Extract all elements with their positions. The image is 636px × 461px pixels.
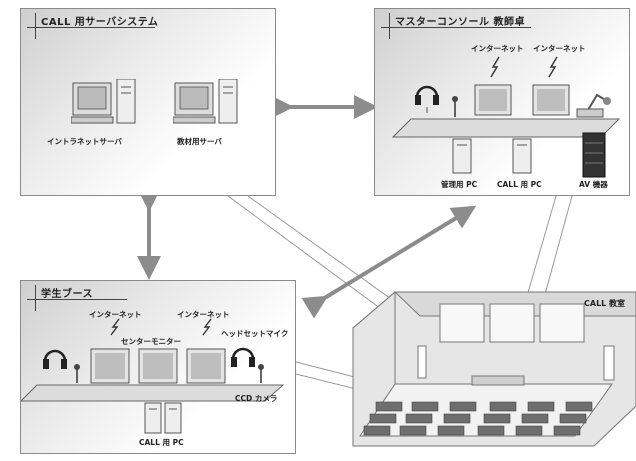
student-internet-label-2: インターネット [177,310,230,319]
headphones-icon [415,85,439,98]
center-monitor-label: センターモニター [121,337,181,346]
lightning-icon [548,56,558,78]
master-internet-label-1: インターネット [471,44,524,53]
master-console-panel: マスターコンソール 教師卓 インターネット インターネット [374,8,630,196]
student-internet-label-1: インターネット [89,310,142,319]
master-call-pc-label: CALL 用 PC [497,180,542,189]
headphones-icon [43,349,67,362]
material-server-label: 教材用サーバ [177,137,222,146]
classroom-desks [363,401,593,436]
intranet-server-label: イントラネットサーバ [47,137,122,146]
material-server-icon [173,79,238,124]
student-call-pc-label: CALL 用 PC [139,438,184,447]
lightning-icon [110,318,120,336]
master-internet-label-2: インターネット [533,44,586,53]
headphones-icon [231,347,255,360]
admin-pc-label: 管理用 PC [441,180,478,189]
master-student-arrow [301,205,477,319]
classroom-label: CALL 教室 [584,299,626,308]
lightning-icon [202,318,212,336]
server-panel-title: CALL 用サーバシステム [41,17,159,28]
master-panel-title: マスターコンソール 教師卓 [395,17,525,28]
headset-mic-label: ヘッドセットマイク [221,329,289,338]
ccd-camera-label: CCD カメラ [235,394,278,403]
master-equipment [391,56,621,178]
server-panel: CALL 用サーバシステム イントラネットサーバ 教材用サーバ [20,8,276,196]
av-equipment-label: AV 機器 [579,180,608,189]
student-panel-title: 学生ブース [41,289,93,300]
intranet-server-icon [71,79,136,124]
student-booth-panel: 学生ブース インターネット インターネット センターモニター ヘッドセットマイク [20,280,296,454]
lightning-icon [490,56,500,78]
student-equipment [21,318,285,434]
